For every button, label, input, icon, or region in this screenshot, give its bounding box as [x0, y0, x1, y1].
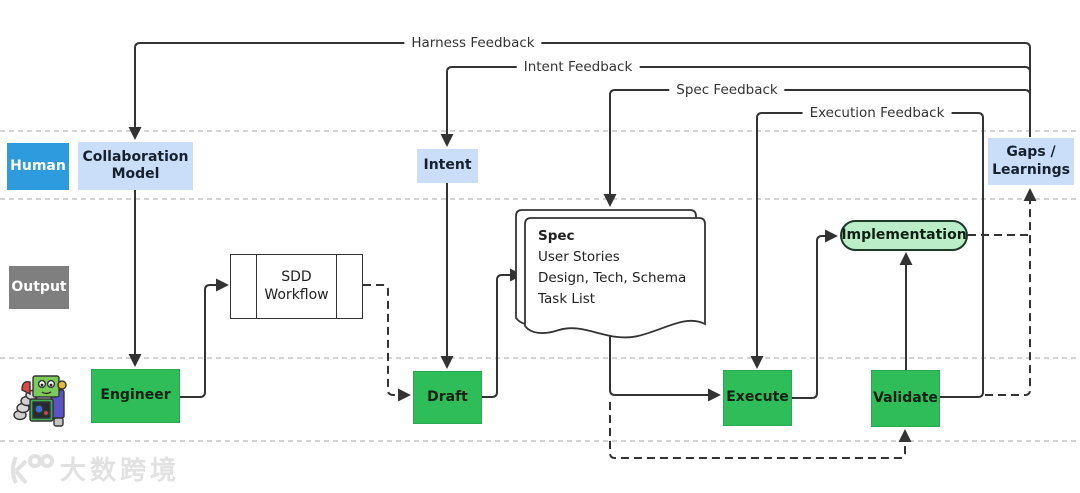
lane-label-human: Human: [7, 143, 69, 190]
intent-feedback-label: Intent Feedback: [516, 59, 640, 75]
node-collaboration-model: Collaboration Model: [78, 142, 193, 190]
edge-harness-feedback: [128, 42, 1031, 140]
edge-execution-feedback: [750, 112, 984, 398]
node-validate: Validate: [871, 370, 940, 427]
node-implementation: Implementation: [840, 220, 968, 251]
subroutine-divider-right: [336, 255, 337, 318]
node-sdd-workflow: SDD Workflow: [230, 254, 363, 319]
edge-spec-execute: [609, 336, 721, 402]
spec-title: Spec: [538, 228, 575, 244]
lane-label-output: Output: [9, 266, 69, 309]
sdd-workflow-label: SDD Workflow: [264, 269, 328, 304]
node-execute: Execute: [723, 370, 792, 426]
watermark: 大数跨境: [8, 450, 180, 487]
watermark-logo-icon: [11, 453, 54, 484]
execution-feedback-label: Execution Feedback: [802, 105, 952, 121]
edge-intent-feedback: [440, 66, 1031, 147]
sdd-line1: SDD: [281, 269, 312, 285]
spec-document-text: Spec User Stories Design, Tech, Schema T…: [538, 226, 686, 310]
edge-draft-spec: [482, 268, 523, 398]
spec-item: User Stories: [538, 249, 620, 265]
edge-validate-gaps-dashed: [985, 188, 1037, 396]
spec-document-shape: [515, 209, 706, 339]
sdd-line2: Workflow: [264, 286, 329, 303]
edge-execute-implementation: [792, 229, 838, 399]
watermark-text: 大数跨境: [60, 456, 181, 486]
harness-feedback-label: Harness Feedback: [404, 35, 542, 51]
node-draft: Draft: [413, 371, 482, 424]
spec-item: Design, Tech, Schema: [538, 270, 687, 286]
spec-feedback-label: Spec Feedback: [669, 82, 785, 98]
edge-spec-feedback: [603, 89, 1031, 207]
robot-mascot-icon: [13, 375, 67, 427]
edge-engineer-sdd: [180, 278, 229, 398]
edge-spec-validate-dashed: [609, 402, 912, 459]
spec-item: Task List: [538, 291, 596, 307]
node-engineer: Engineer: [91, 369, 180, 423]
node-intent: Intent: [417, 149, 478, 183]
subroutine-divider-left: [256, 255, 257, 318]
node-gaps-learnings: Gaps / Learnings: [988, 138, 1074, 185]
edge-sdd-draft-dashed: [363, 284, 411, 402]
